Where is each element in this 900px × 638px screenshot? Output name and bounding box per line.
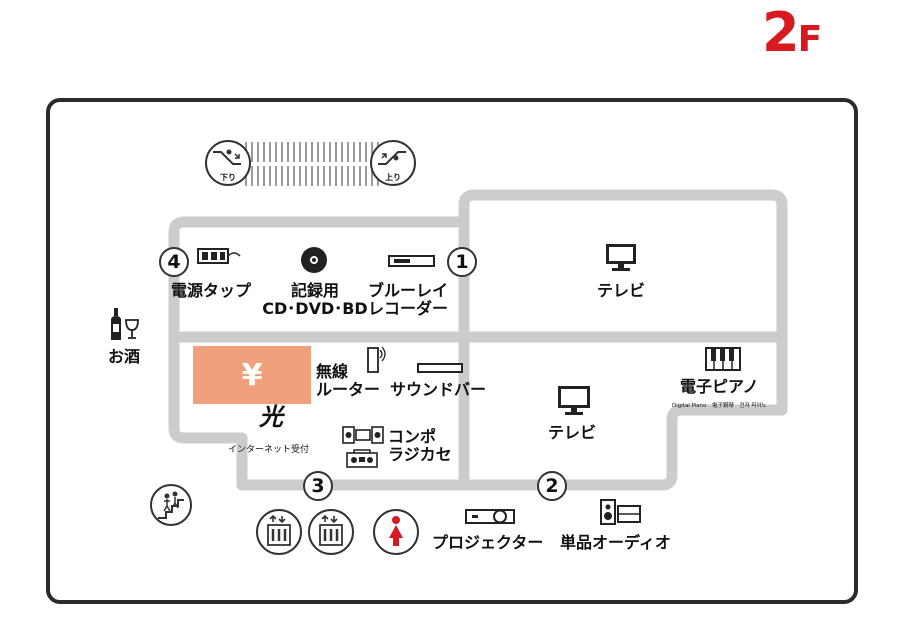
piano-sub-label: Digital Piano 電子鋼琴 전자 피아노 — [672, 403, 767, 409]
liquor-icon — [111, 308, 139, 340]
bluray-line2: レコーダー — [368, 299, 449, 318]
stereo-component-icon — [342, 426, 384, 444]
floor-label: 2F — [762, 6, 822, 60]
bluray-player-icon — [388, 255, 435, 267]
floor-map-frame — [46, 98, 858, 604]
disc-icon — [301, 247, 327, 273]
marker-2[interactable]: 2 — [537, 471, 567, 501]
tv-icon — [606, 244, 636, 271]
walkway-right-top — [458, 189, 788, 416]
router-icon — [367, 346, 386, 373]
floor-number: 2 — [762, 1, 800, 64]
soundbar-icon — [417, 363, 463, 373]
power-strip-icon — [197, 248, 241, 264]
router-label: 無線 ルーター — [316, 363, 380, 399]
marker-4[interactable]: 4 — [159, 247, 189, 277]
escalator-up-icon[interactable]: 上り — [370, 140, 416, 186]
marker-3[interactable]: 3 — [303, 471, 333, 501]
component-line2: ラジカセ — [388, 445, 452, 464]
internet-counter-label: インターネット受付 — [228, 445, 310, 455]
escalator-down-icon[interactable]: 下り — [205, 140, 251, 186]
recording-media-line1: 記録用 — [290, 281, 339, 300]
speaker-icon — [600, 499, 641, 525]
bluray-line1: ブルーレイ — [368, 281, 449, 300]
restroom-icon[interactable] — [373, 509, 419, 555]
radio-cassette-icon — [346, 449, 378, 468]
audio-label: 単品オーディオ — [560, 533, 671, 552]
projector-label: プロジェクター — [432, 533, 544, 552]
projector-icon — [465, 509, 515, 524]
piano-label: 電子ピアノ — [680, 377, 759, 396]
piano-icon — [705, 347, 741, 371]
tv-middle-icon — [558, 386, 590, 415]
liquor-label: お酒 — [108, 347, 141, 366]
escalator-down-label: 下り — [220, 173, 236, 182]
marker-1[interactable]: 1 — [447, 247, 477, 277]
component-line1: コンポ — [388, 427, 437, 446]
cashier-counter[interactable]: ¥ — [193, 346, 311, 404]
recording-media-line2: CD･DVD･BD — [262, 299, 368, 318]
power-strip-label: 電源タップ — [171, 281, 252, 300]
stairs-icon[interactable] — [150, 484, 192, 526]
router-line2: ルーター — [316, 380, 381, 399]
router-line1: 無線 — [316, 362, 349, 381]
walkway-left-bottom — [168, 422, 256, 491]
bluray-label: ブルーレイ レコーダー — [368, 282, 448, 318]
yen-symbol: ¥ — [241, 358, 263, 393]
component-label: コンポ ラジカセ — [388, 428, 452, 464]
elevator-icon[interactable] — [308, 509, 354, 555]
walkway-left-top — [168, 216, 470, 434]
soundbar-label: サウンドバー — [390, 380, 487, 399]
walkway-right-bottom — [244, 404, 788, 491]
tv-top-label: テレビ — [597, 281, 646, 300]
recording-media-label: 記録用 CD･DVD･BD — [262, 282, 368, 318]
floor-suffix: F — [797, 19, 823, 60]
tv-middle-label: テレビ — [548, 423, 597, 442]
hikari-logo: 光 — [259, 403, 283, 431]
elevator-icon[interactable] — [256, 509, 302, 555]
escalator-up-label: 上り — [385, 173, 401, 182]
